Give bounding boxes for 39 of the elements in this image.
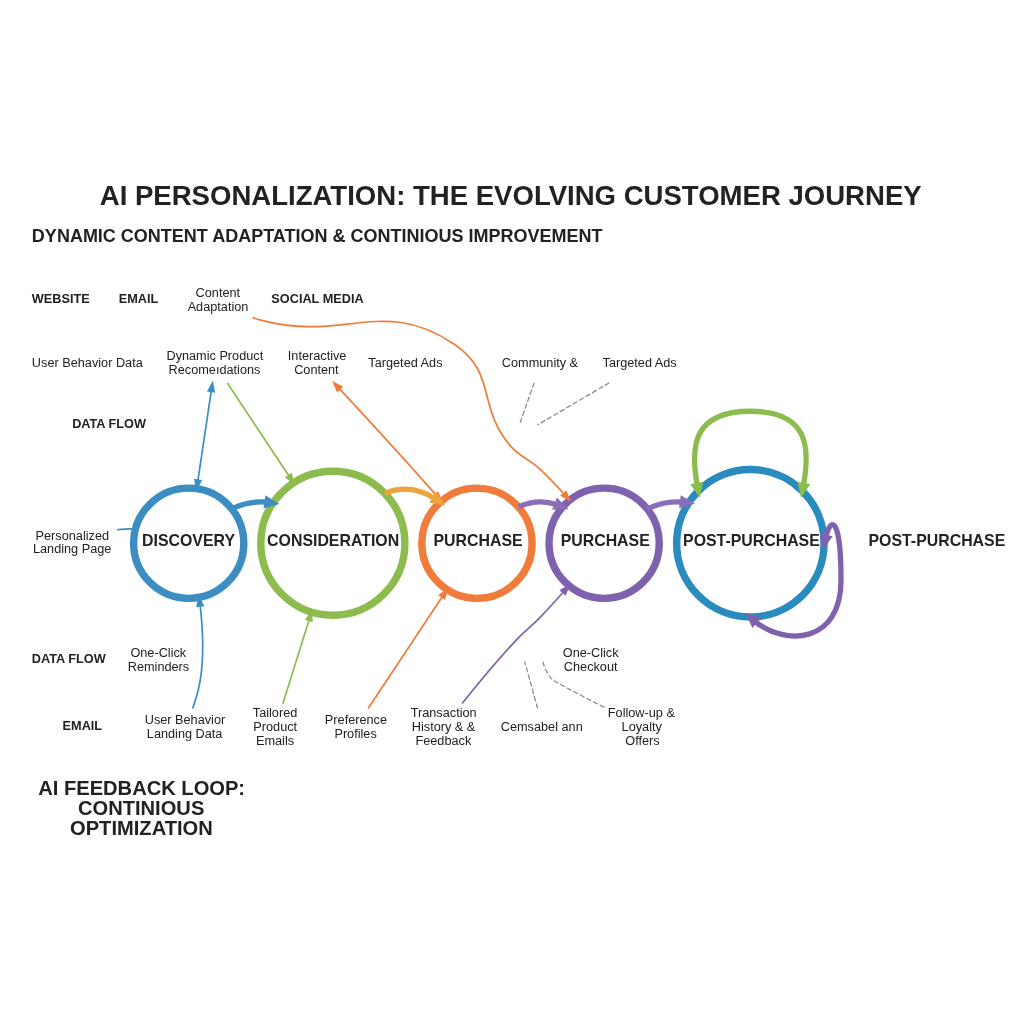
arrow [517,497,569,510]
node-circle: CONSIDERATION [257,466,409,619]
label: DYNAMIC CONTENT ADAPTATION & CONTINIOUS IMPROVEMENT [31,225,603,246]
connector [518,381,535,426]
node-text: Content Adaptation [187,284,249,314]
node-text: Preference Profiles [324,711,388,741]
connector [542,660,606,708]
node-text: Targeted Ads [602,354,677,370]
label: EMAIL [118,290,159,306]
node-text: Community & [501,354,579,370]
connector [536,381,610,426]
node-text: User Behavior Landing Data [144,711,226,741]
label: One-Click Reminders [127,644,190,674]
label: One-Click Checkout [562,644,619,674]
arrow [230,494,280,511]
node-text: Cemsabel ann [500,718,583,734]
label: WEBSITE [31,290,90,306]
node-text: Follow-up & Loyalty Offers [607,704,675,748]
node-circle: PURCHASE [545,483,663,602]
connector [524,660,539,709]
label: DATA FLOW [31,650,106,666]
node-circle: POST-PURCHASE [672,465,828,621]
arrow [690,408,811,498]
node-text: Personalized Landing Page [32,527,112,556]
label: EMAIL [62,717,103,733]
node-text: Transaction History & & Feedback [410,704,477,748]
node-circle: DISCOVERY [129,483,248,602]
node-text: Dynamic Product Recomeıdations [166,347,264,377]
arrow [646,494,695,511]
diagram-title: AI PERSONALIZATION: THE EVOLVING CUSTOMER JOURNEY [99,179,922,211]
node-text: Interactive Content [287,347,347,377]
label: User Behavior Data [31,354,143,370]
label: Targeted Ads [368,354,443,370]
arrow [745,522,844,638]
node-label: POST-PURCHASE [868,531,1006,549]
label: SOCIAL MEDIA [271,290,364,306]
caption: AI FEEDBACK LOOP: CONTINIOUS OPTIMIZATION [38,776,246,839]
node-text: Tailored Product Emails [252,704,298,748]
label: DATA FLOW [72,415,146,431]
